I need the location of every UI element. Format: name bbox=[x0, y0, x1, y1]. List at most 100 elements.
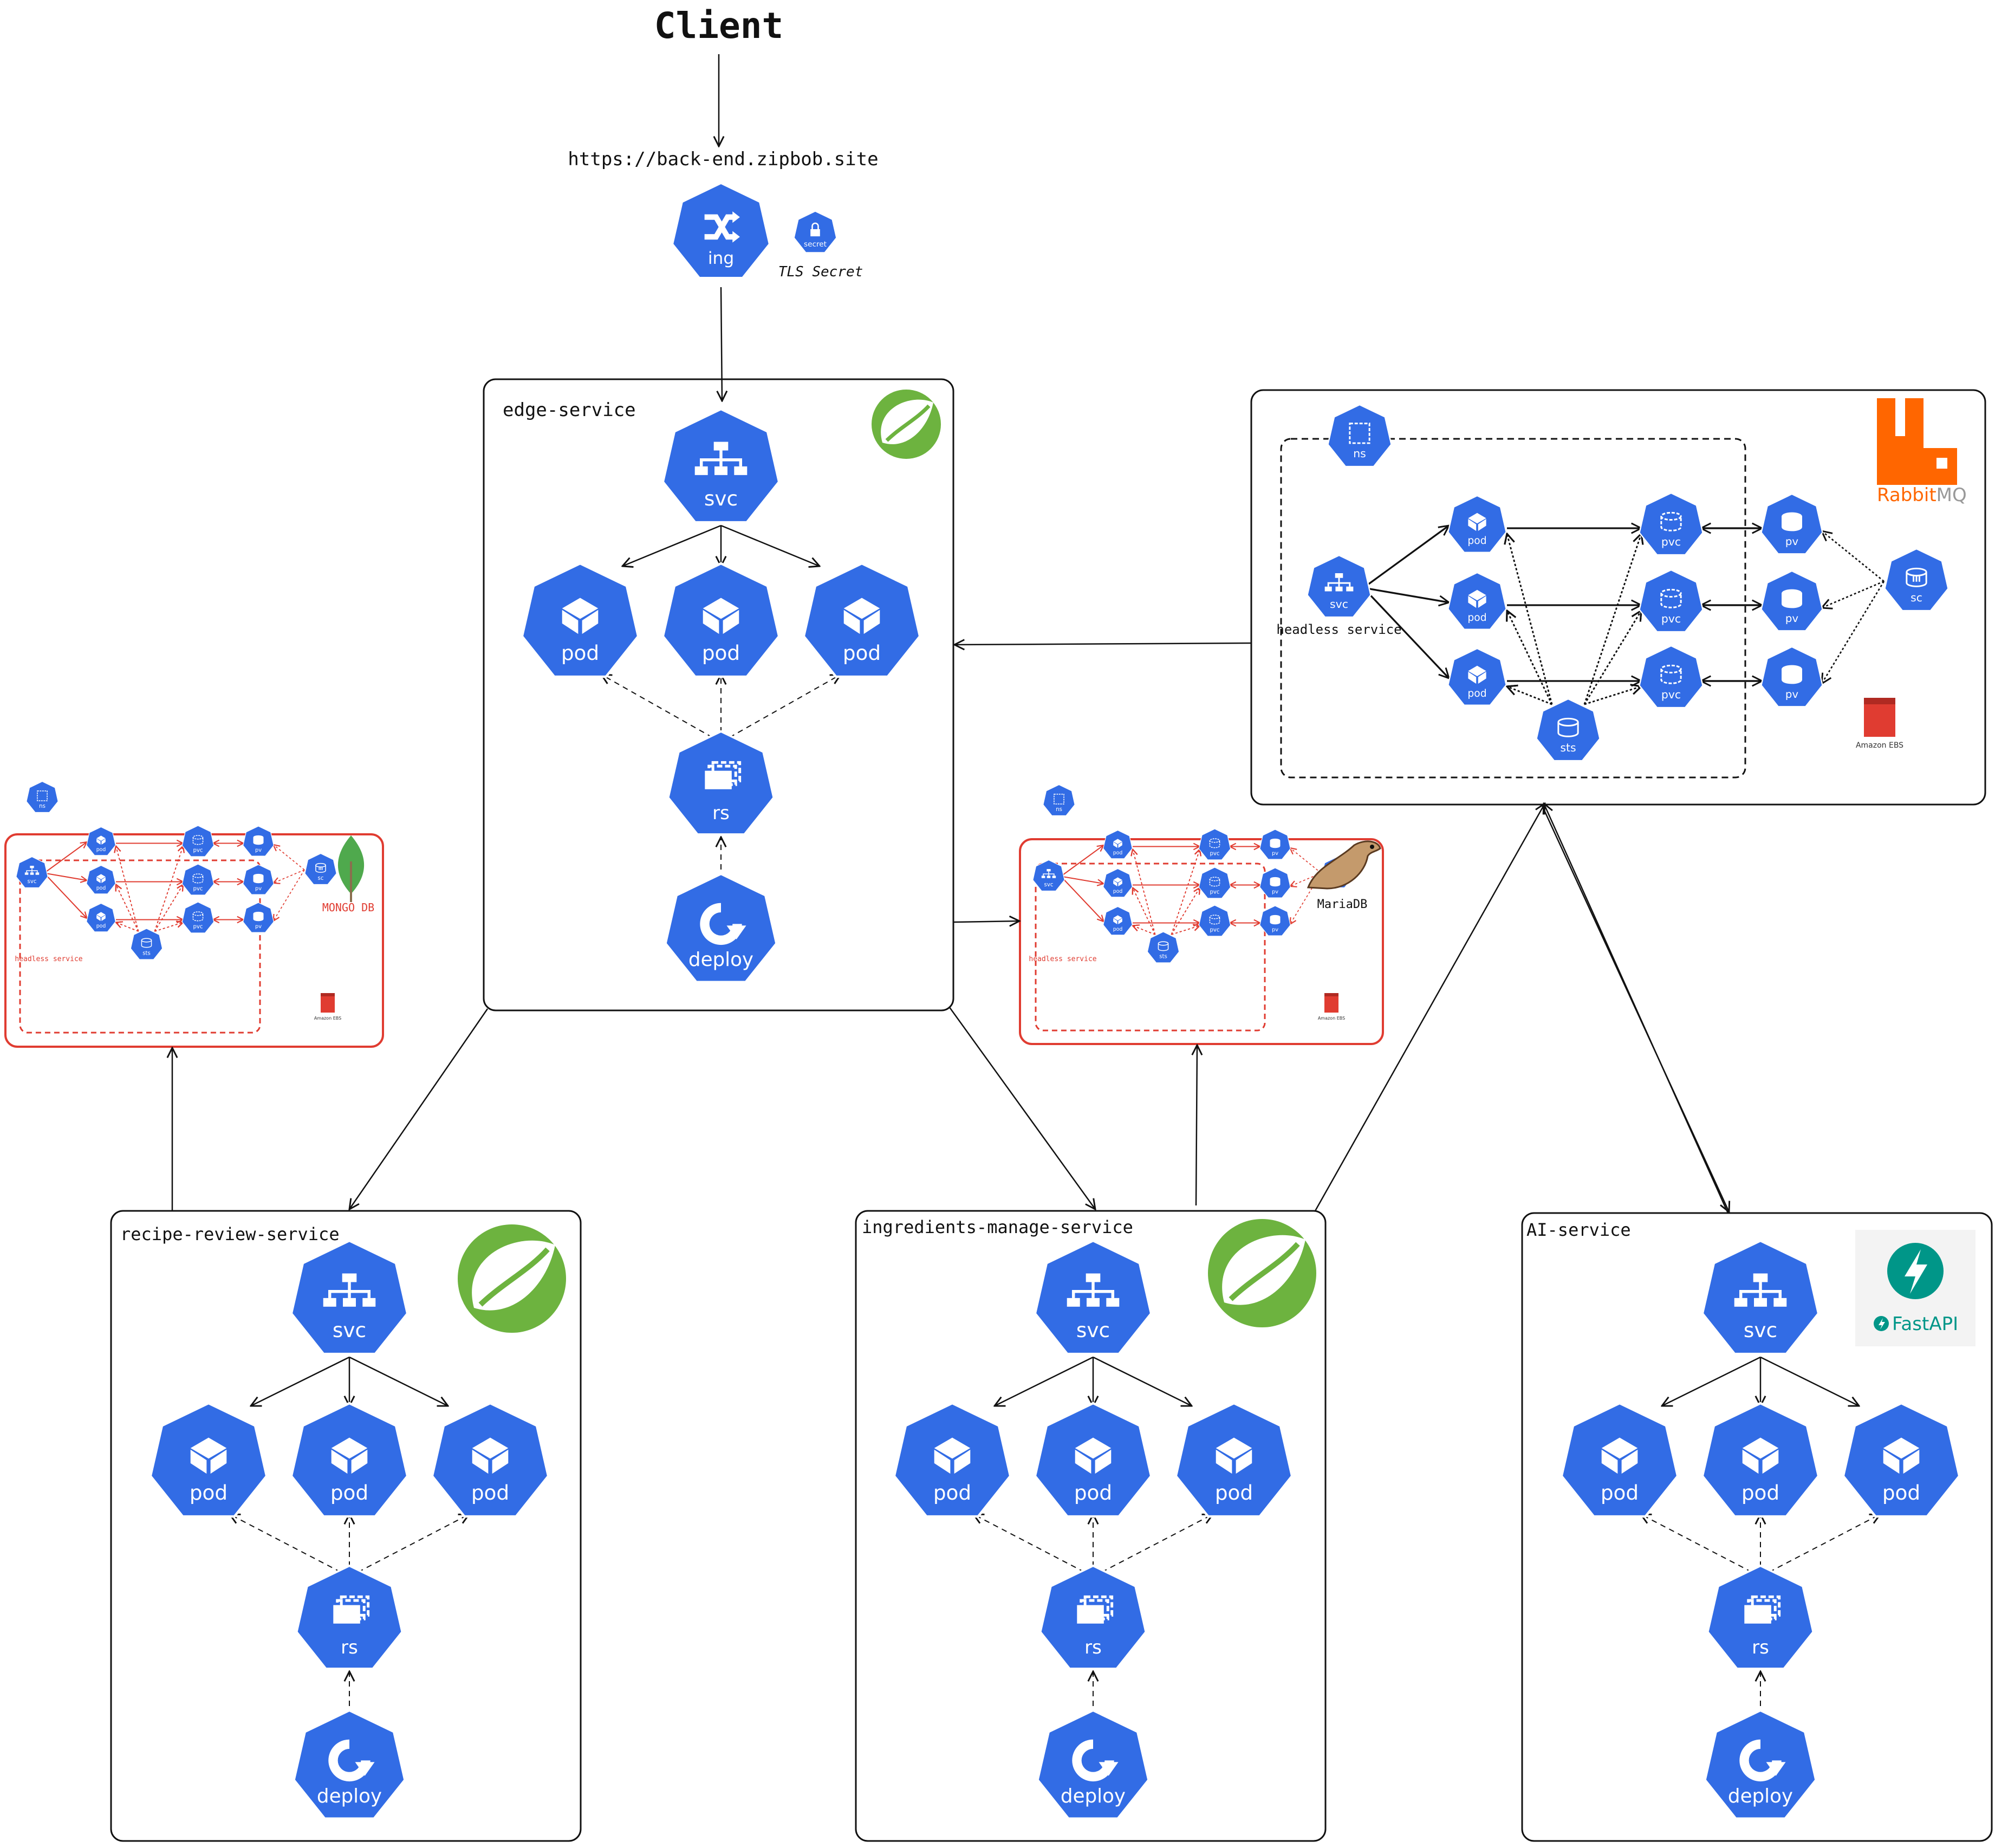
mongodb-pod-icon-1-label: pod bbox=[96, 847, 106, 853]
mongodb-pvc-icon-3: pvc bbox=[181, 902, 215, 933]
edge-rs-icon: rs bbox=[667, 730, 775, 836]
rabbitmq-pv-icon-1: pv bbox=[1760, 493, 1823, 555]
mongodb-pvc-icon-1: pvc bbox=[181, 825, 215, 857]
mongodb-pvc-icon-3-label: pvc bbox=[193, 924, 203, 930]
ingredients-deploy-icon: deploy bbox=[1036, 1709, 1150, 1820]
recipe-svc-icon-label: svc bbox=[333, 1318, 366, 1342]
mariadb-pv-icon-3-label: pv bbox=[1272, 927, 1278, 933]
ai-service-title: AI-service bbox=[1526, 1220, 1631, 1240]
rabbitmq-pvc-icon-2: pvc bbox=[1639, 569, 1704, 633]
mongodb-sts-icon-label: sts bbox=[142, 951, 151, 957]
rabbitmq-ns-icon: ns bbox=[1327, 404, 1392, 468]
mariadb-pod-icon-3: pod bbox=[1103, 906, 1133, 936]
mariadb-sts-to-pod-arrow bbox=[1133, 926, 1155, 935]
ai-pod-icon-3: pod bbox=[1842, 1402, 1961, 1518]
rabbitmq-sc-to-pv-arrow bbox=[1822, 581, 1885, 684]
ai-pod-icon-1-label: pod bbox=[1601, 1481, 1639, 1505]
rabbitmq-sts-to-pvc-arrow bbox=[1583, 611, 1641, 705]
mariadb-pvc-icon-1-label: pvc bbox=[1210, 851, 1219, 857]
rabbitmq-pod-icon-2-label: pod bbox=[1467, 612, 1486, 624]
mariadb-headless-label: headless service bbox=[1029, 955, 1096, 963]
mariadb-sts-to-pvc-arrow bbox=[1171, 926, 1200, 935]
mariadb-svc-icon: svc bbox=[1032, 859, 1065, 892]
mariadb-sts-to-pvc-arrow bbox=[1171, 888, 1200, 935]
rabbitmq-sts-to-pod-arrow bbox=[1507, 686, 1552, 705]
ai-svc-icon: svc bbox=[1701, 1239, 1820, 1356]
mongodb-sts-to-pod-arrow bbox=[116, 923, 139, 932]
tls-secret-icon-label: secret bbox=[804, 240, 827, 249]
fastapi-logo: FastAPI bbox=[1855, 1230, 1975, 1346]
ai-deploy-icon: deploy bbox=[1704, 1709, 1817, 1820]
rabbitmq-sc-to-pv-arrow bbox=[1822, 580, 1884, 608]
ingredients-pod-icon-2-label: pod bbox=[1074, 1481, 1112, 1505]
ingredients-deploy-icon-label: deploy bbox=[1061, 1785, 1126, 1807]
mongodb-pod-icon-3: pod bbox=[86, 903, 116, 932]
ingress-icon: ing bbox=[671, 181, 771, 279]
ai-pod-icon-2-label: pod bbox=[1741, 1481, 1779, 1505]
mongodb-sts-to-pvc-arrow bbox=[154, 885, 184, 932]
rabbitmq-sts-to-pod-arrow bbox=[1507, 611, 1553, 705]
recipe-rs-icon: rs bbox=[295, 1564, 404, 1670]
edge-to-mariadb-arrow bbox=[953, 921, 1019, 922]
mongodb-pv-icon-2-label: pv bbox=[255, 886, 262, 892]
rabbitmq-to-ai-arrow bbox=[1541, 804, 1729, 1212]
rabbitmq-sc-icon-label: sc bbox=[1910, 591, 1922, 604]
mariadb-pod-icon-2-label: pod bbox=[1113, 889, 1123, 894]
mariadb-ns-icon-label: ns bbox=[1056, 807, 1062, 813]
ai-pod-icon-3-label: pod bbox=[1882, 1481, 1920, 1505]
recipe-pod-icon-1: pod bbox=[149, 1402, 268, 1518]
mongodb-sts-to-pod-arrow bbox=[116, 923, 139, 932]
rabbitmq-svc-icon: svc bbox=[1307, 554, 1372, 618]
recipe-pod-icon-2-label: pod bbox=[330, 1481, 368, 1505]
edge-rs-to-pod-arrow bbox=[720, 675, 841, 743]
mariadb-sts-to-pod-arrow bbox=[1133, 926, 1155, 935]
ingredients-rs-to-pod-arrow bbox=[973, 1514, 1094, 1577]
rabbitmq-pvc-icon-2-label: pvc bbox=[1661, 612, 1681, 625]
ai-rs-to-pod-arrow bbox=[1641, 1514, 1761, 1577]
mongodb-pv-icon-2: pv bbox=[243, 864, 274, 895]
rabbitmq-to-edge-arrow bbox=[954, 643, 1252, 645]
recipe-review-service-box bbox=[110, 1210, 582, 1842]
ai-service-box bbox=[1521, 1212, 1993, 1842]
rabbitmq-sts-to-pod-arrow bbox=[1507, 534, 1553, 705]
recipe-deploy-icon-label: deploy bbox=[317, 1785, 382, 1807]
edge-deploy-icon-label: deploy bbox=[688, 949, 753, 971]
client-title: Client bbox=[654, 5, 783, 47]
mongodb-sc-icon: sc bbox=[304, 853, 337, 885]
ingredients-svc-icon: svc bbox=[1034, 1239, 1153, 1356]
ai-rs-to-pod-arrow bbox=[1760, 1514, 1880, 1577]
rabbitmq-sc-to-pv-arrow bbox=[1822, 531, 1884, 582]
mariadb-pod-icon-1-label: pod bbox=[1113, 850, 1123, 856]
rabbitmq-headless-label: headless service bbox=[1276, 622, 1401, 637]
mongodb-sc-to-pv-arrow bbox=[274, 870, 305, 922]
mongodb-sts-to-pod-arrow bbox=[116, 923, 139, 932]
mongodb-svc-to-pod-arrow bbox=[44, 872, 87, 881]
edge-service-box bbox=[483, 378, 954, 1011]
mongodb-headless-label: headless service bbox=[15, 955, 82, 963]
mongodb-ebs-icon: Amazon EBS bbox=[314, 993, 341, 1021]
mongodb-pv-icon-3: pv bbox=[243, 902, 274, 933]
ingredients-spring-logo bbox=[1208, 1219, 1316, 1327]
mongodb-pv-icon-1-label: pv bbox=[255, 847, 262, 853]
edge-rs-icon-label: rs bbox=[712, 802, 730, 824]
mariadb-pod-icon-3-label: pod bbox=[1113, 926, 1123, 932]
mariadb-sts-to-pvc-arrow bbox=[1171, 850, 1200, 935]
rabbitmq-pod-icon-1-label: pod bbox=[1467, 535, 1486, 547]
rabbitmq-ebs-icon: Amazon EBS bbox=[1856, 698, 1903, 750]
edge-service-title: edge-service bbox=[503, 399, 636, 421]
rabbitmq-namespace-boundary bbox=[1280, 438, 1746, 779]
mongodb-ns-icon: ns bbox=[26, 781, 59, 813]
edge-svc-icon-label: svc bbox=[704, 487, 738, 510]
recipe-pod-icon-2: pod bbox=[290, 1402, 409, 1518]
ingredients-svc-to-pod-arrow bbox=[1093, 1356, 1192, 1406]
mariadb-pvc-icon-1: pvc bbox=[1198, 828, 1231, 860]
mongodb-sts-to-pvc-arrow bbox=[154, 846, 184, 932]
ingredients-to-rabbitmq-arrow bbox=[1314, 803, 1545, 1211]
ingredients-rs-to-pod-arrow bbox=[1093, 1514, 1213, 1577]
recipe-deploy-icon: deploy bbox=[293, 1709, 406, 1820]
rabbitmq-svc-to-pod-arrow bbox=[1363, 526, 1449, 589]
edge-svc-to-pod-arrow bbox=[720, 524, 820, 566]
rabbitmq-svc-icon-label: svc bbox=[1330, 598, 1348, 611]
